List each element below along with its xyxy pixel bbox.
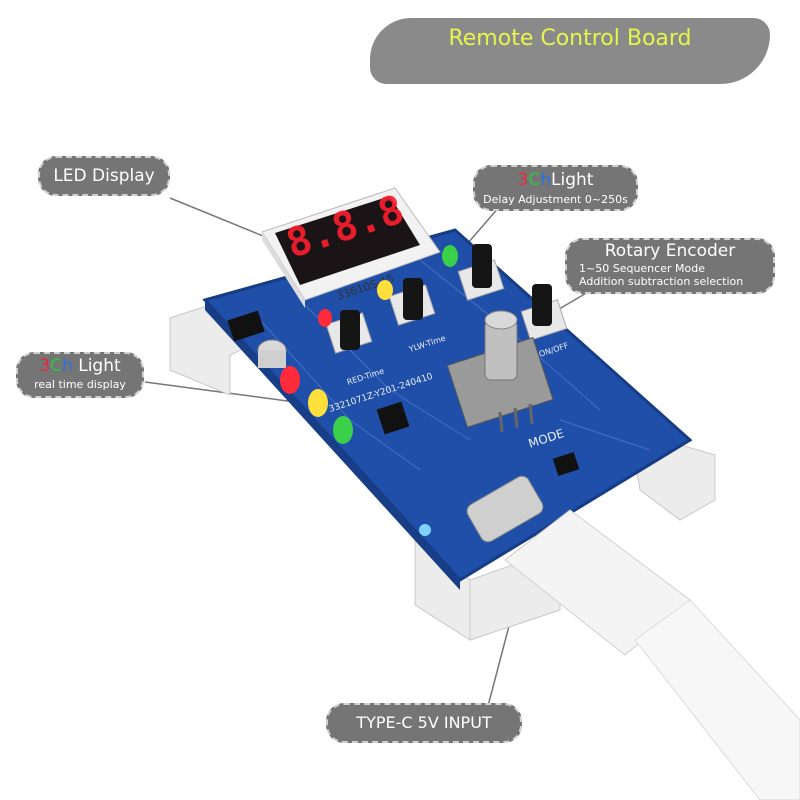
title-banner: Remote Control Board	[370, 18, 770, 84]
led-green-large	[333, 416, 353, 444]
usb-cable	[634, 599, 800, 800]
rotary-line1: 1~50 Sequencer Mode	[579, 262, 705, 275]
callout-led-display: LED Display	[38, 156, 170, 196]
tact-buttons	[325, 244, 568, 354]
callout-type-c: TYPE-C 5V INPUT	[326, 703, 522, 743]
light-realtime-subtitle: real time display	[34, 378, 126, 391]
banner-title: Remote Control Board	[448, 26, 692, 51]
leader-light-realtime	[144, 381, 296, 403]
led-green-small	[442, 245, 458, 267]
led-yellow-small	[377, 280, 393, 300]
display-face	[275, 196, 420, 285]
callout-rotary-encoder: Rotary Encoder 1~50 Sequencer Mode Addit…	[565, 238, 775, 294]
light-realtime-title: Light	[72, 356, 121, 376]
ic-right	[552, 452, 580, 476]
callout-light-delay: 3ChLight Delay Adjustment 0~250s	[473, 165, 638, 211]
light-delay-title: Light	[551, 170, 594, 190]
led-red-large	[280, 366, 300, 394]
rotary-line2: Addition subtraction selection	[579, 275, 744, 288]
led-yellow-large	[308, 389, 328, 417]
callout-light-realtime: 3Ch Light real time display	[16, 352, 144, 398]
led-red-small	[318, 309, 332, 327]
usb-c-port	[466, 475, 544, 543]
ic-center	[376, 401, 410, 435]
light-delay-subtitle: Delay Adjustment 0~250s	[483, 193, 628, 206]
power-led	[419, 524, 431, 536]
rotary-title: Rotary Encoder	[604, 241, 736, 261]
ic-top-left	[227, 310, 265, 342]
